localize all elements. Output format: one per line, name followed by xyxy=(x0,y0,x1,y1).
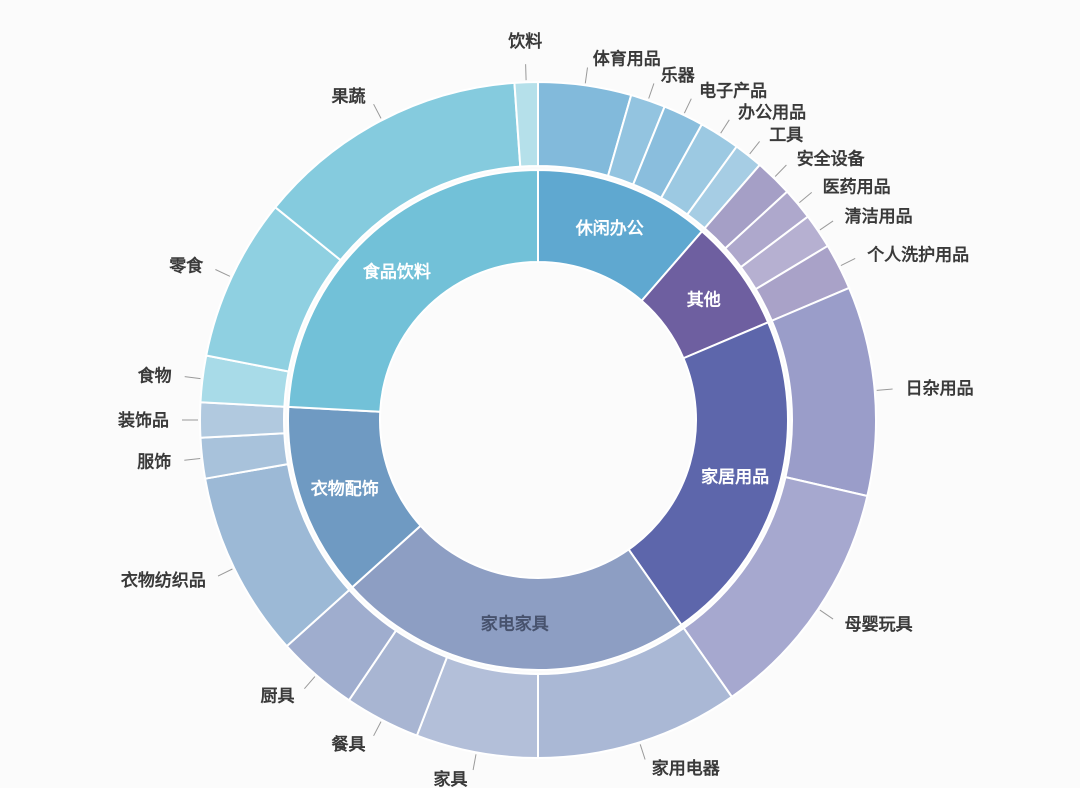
inner-label-衣物配饰: 衣物配饰 xyxy=(311,478,379,498)
outer-label-工具: 工具 xyxy=(769,125,803,144)
slices xyxy=(198,80,878,759)
leader-line-办公用品 xyxy=(720,119,730,134)
outer-label-衣物纺织品: 衣物纺织品 xyxy=(121,570,206,590)
leader-line-零食 xyxy=(215,269,231,277)
outer-label-医药用品: 医药用品 xyxy=(823,177,891,197)
inner-label-家居用品: 家居用品 xyxy=(701,466,769,486)
leader-line-医药用品 xyxy=(799,192,813,203)
outer-slice-饮料[interactable] xyxy=(513,80,539,168)
leader-line-衣物纺织品 xyxy=(217,568,233,577)
leader-line-日杂用品 xyxy=(876,388,893,391)
outer-slice-装饰品[interactable] xyxy=(198,401,286,439)
outer-label-乐器: 乐器 xyxy=(661,66,696,85)
inner-label-家电家具: 家电家具 xyxy=(481,614,549,634)
inner-slice-家电家具[interactable] xyxy=(351,524,683,671)
inner-slice-家居用品[interactable] xyxy=(627,321,789,626)
leader-line-清洁用品 xyxy=(819,220,834,231)
outer-label-电子产品: 电子产品 xyxy=(699,81,767,101)
outer-label-办公用品: 办公用品 xyxy=(738,102,806,122)
outer-label-厨具: 厨具 xyxy=(261,686,295,705)
leader-line-家用电器 xyxy=(639,744,646,760)
leader-lines xyxy=(182,64,893,771)
leader-line-家具 xyxy=(472,754,477,771)
leader-line-食物 xyxy=(184,376,201,380)
outer-label-日杂用品: 日杂用品 xyxy=(906,378,974,398)
outer-label-食物: 食物 xyxy=(138,365,172,385)
inner-slice-食品饮料[interactable] xyxy=(287,169,539,413)
leader-line-服饰 xyxy=(184,458,201,461)
outer-label-饮料: 饮料 xyxy=(507,31,542,51)
leader-line-果蔬 xyxy=(373,103,382,119)
outer-label-装饰品: 装饰品 xyxy=(117,410,169,430)
outer-label-家用电器: 家用电器 xyxy=(652,758,721,778)
outer-label-零食: 零食 xyxy=(168,256,204,276)
outer-label-母婴玩具: 母婴玩具 xyxy=(845,615,913,634)
leader-line-乐器 xyxy=(648,83,655,99)
outer-label-体育用品: 体育用品 xyxy=(593,49,661,69)
outer-slice-日杂用品[interactable] xyxy=(770,286,878,498)
leader-line-电子产品 xyxy=(683,98,692,114)
outer-label-个人洗护用品: 个人洗护用品 xyxy=(866,244,969,264)
outer-label-餐具: 餐具 xyxy=(332,734,366,754)
leader-line-饮料 xyxy=(525,64,527,81)
leader-line-工具 xyxy=(749,141,760,155)
leader-line-餐具 xyxy=(373,721,382,737)
leader-line-体育用品 xyxy=(584,67,588,84)
outer-label-清洁用品: 清洁用品 xyxy=(845,206,913,226)
outer-label-家具: 家具 xyxy=(434,769,468,788)
leader-line-安全设备 xyxy=(774,164,787,177)
outer-label-果蔬: 果蔬 xyxy=(332,87,366,106)
inner-label-其他: 其他 xyxy=(687,289,721,309)
outer-label-服饰: 服饰 xyxy=(137,451,171,471)
outer-label-安全设备: 安全设备 xyxy=(797,148,866,168)
leader-line-个人洗护用品 xyxy=(840,257,856,267)
inner-label-食品饮料: 食品饮料 xyxy=(363,261,431,281)
inner-label-休闲办公: 休闲办公 xyxy=(575,218,644,238)
leader-line-母婴玩具 xyxy=(819,609,834,620)
leader-line-厨具 xyxy=(304,676,316,690)
